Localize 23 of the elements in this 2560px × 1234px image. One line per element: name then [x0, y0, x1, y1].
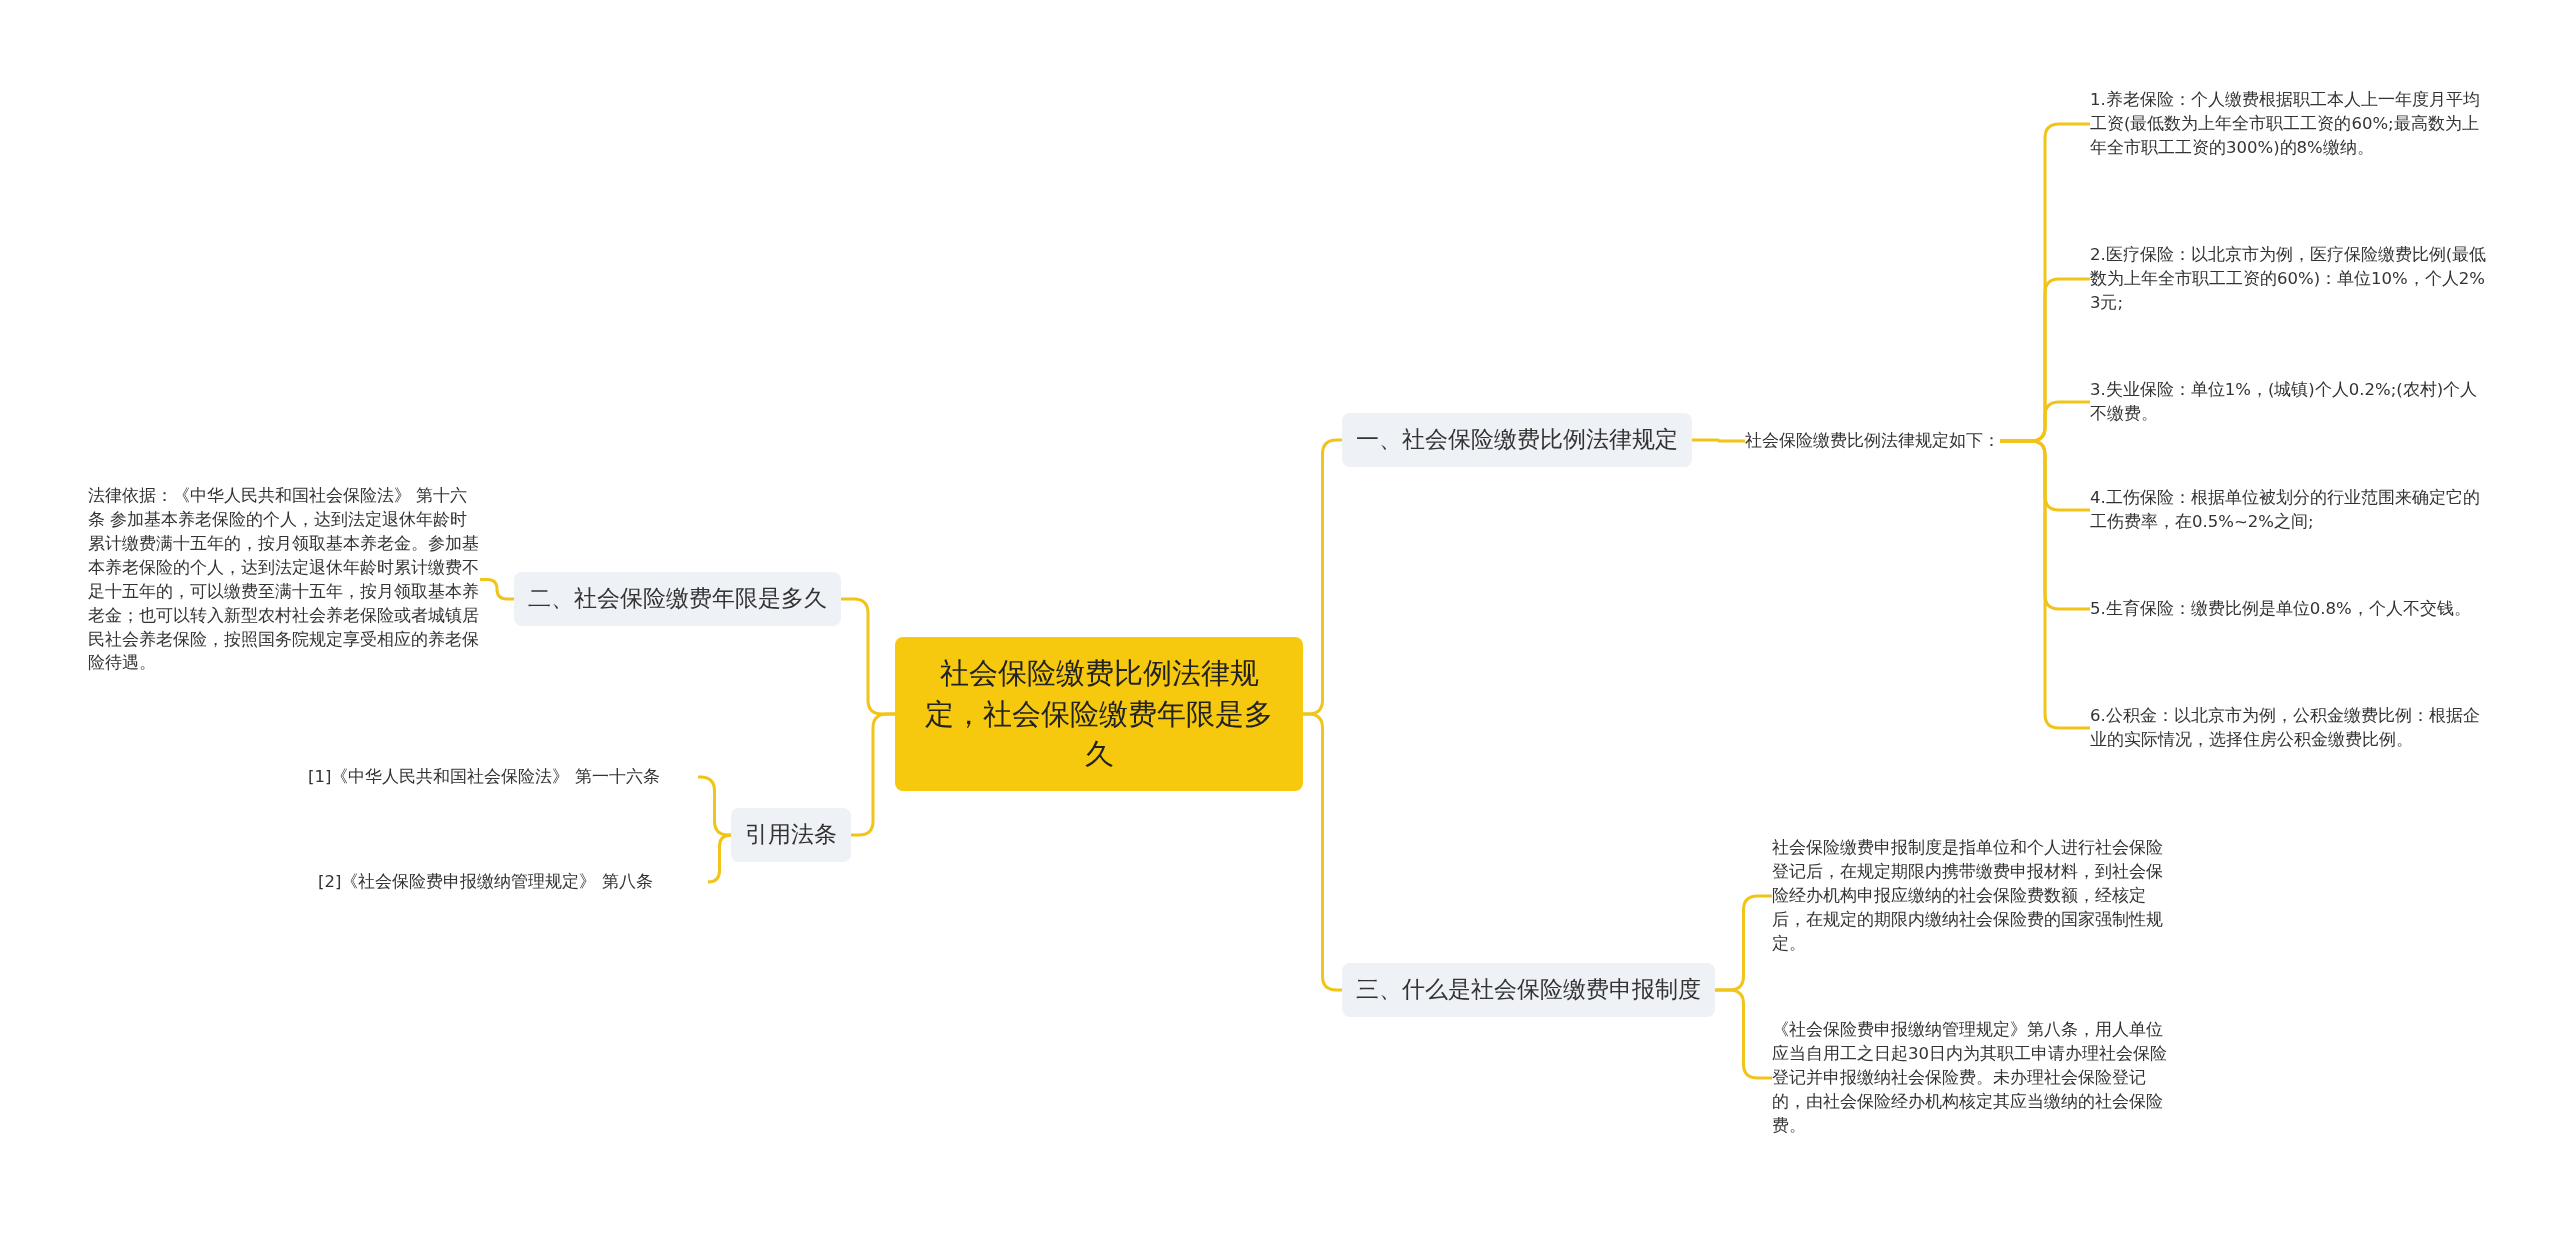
branch-topic-box: 引用法条	[731, 808, 851, 862]
leaf-text: [2]《社会保险费申报缴纳管理规定》 第八条	[318, 870, 708, 894]
connector-line	[698, 775, 731, 837]
connector-line	[1692, 438, 1745, 443]
branch-topic-box: 二、社会保险缴费年限是多久	[514, 572, 841, 626]
leaf-text: 社会保险缴费申报制度是指单位和个人进行社会保险登记后，在规定期限内携带缴费申报材料，到社会保险经办机构申报应缴纳的社会保险费数额，经核定后，在规定的期限内缴纳社会保险费的国家强制性规定。	[1772, 836, 2172, 956]
connector-line	[851, 712, 895, 837]
connector-line	[2000, 439, 2090, 730]
connector-line	[480, 578, 514, 601]
leaf-text: [1]《中华人民共和国社会保险法》 第一十六条	[308, 765, 698, 789]
leaf-text: 4.工伤保险：根据单位被划分的行业范围来确定它的工伤费率，在0.5%~2%之间;	[2090, 486, 2490, 534]
connector-line	[706, 833, 733, 884]
branch-topic-box: 三、什么是社会保险缴费申报制度	[1342, 963, 1715, 1017]
leaf-text: 《社会保险费申报缴纳管理规定》第八条，用人单位应当自用工之日起30日内为其职工申请办理社会保险登记并申报缴纳社会保险费。未办理社会保险登记的，由社会保险经办机构核定其应当缴纳的社会保险费。	[1772, 1018, 2172, 1138]
subtopic-text: 社会保险缴费比例法律规定如下：	[1745, 429, 2000, 453]
leaf-text: 1.养老保险：个人缴费根据职工本人上一年度月平均工资(最低数为上年全市职工工资的60%;最高数为上年全市职工工资的300%)的8%缴纳。	[2090, 88, 2490, 160]
root-topic-box: 社会保险缴费比例法律规定，社会保险缴费年限是多久	[895, 637, 1303, 791]
leaf-text: 2.医疗保险：以北京市为例，医疗保险缴费比例(最低数为上年全市职工工资的60%)：单位10%，个人2% 3元;	[2090, 243, 2490, 315]
leaf-text: 法律依据：《中华人民共和国社会保险法》 第十六条 参加基本养老保险的个人，达到法定退休年龄时累计缴费满十五年的，按月领取基本养老金。参加基本养老保险的个人，达到法定退休年龄时累计缴费不足十五年的，可以缴费至满十五年，按月领取基本养老金；也可以转入新型农村社会养老保险或者城镇居民社会养老保险，按照国务院规定享受相应的养老保险待遇。	[88, 484, 480, 676]
leaf-text: 5.生育保险：缴费比例是单位0.8%，个人不交钱。	[2090, 597, 2490, 621]
leaf-text: 6.公积金：以北京市为例，公积金缴费比例：根据企业的实际情况，选择住房公积金缴费比例。	[2090, 704, 2490, 752]
branch-topic-box: 一、社会保险缴费比例法律规定	[1342, 413, 1692, 467]
leaf-text: 3.失业保险：单位1%，(城镇)个人0.2%;(农村)个人不缴费。	[2090, 378, 2490, 426]
